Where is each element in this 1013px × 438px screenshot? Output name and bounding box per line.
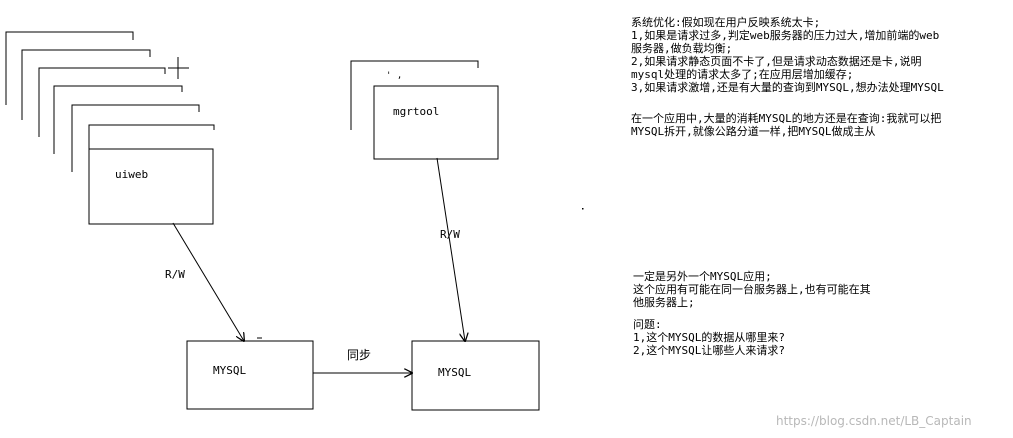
optimization-notes: 系统优化:假如现在用户反映系统太卡; 1,如果是请求过多,判定web服务器的压力…	[631, 16, 944, 94]
watermark: https://blog.csdn.net/LB_Captain	[776, 414, 972, 428]
mgrtool-window-2	[350, 60, 479, 130]
uiweb-box	[88, 148, 214, 225]
note-line: mysql处理的请求太多了;在应用层增加缓存;	[631, 68, 854, 81]
note-line: 3,如果请求激增,还是有大量的查询到MYSQL,想办法处理MYSQL	[631, 81, 944, 94]
note-line: 1,如果是请求过多,判定web服务器的压力过大,增加前端的web	[631, 29, 940, 42]
uiweb-stack	[5, 31, 215, 225]
note-line: 在一个应用中,大量的消耗MYSQL的地方还是在查询:我就可以把	[631, 112, 942, 125]
uiweb-rw-label: R/W	[165, 268, 185, 281]
questions-notes: 问题: 1,这个MYSQL的数据从哪里来? 2,这个MYSQL让哪些人来请求?	[633, 318, 785, 357]
stray-mark: ' ,	[386, 71, 403, 81]
mgrtool-to-mysql-arrow	[436, 157, 465, 341]
mgrtool-box	[373, 85, 499, 160]
crosshair-cursor-icon	[168, 57, 189, 79]
uiweb-window-4	[38, 67, 166, 137]
note-line: 2,这个MYSQL让哪些人来请求?	[633, 344, 785, 357]
split-notes: 在一个应用中,大量的消耗MYSQL的地方还是在查询:我就可以把 MYSQL拆开,…	[631, 112, 941, 138]
note-line: 问题:	[633, 318, 662, 331]
note-line: MYSQL拆开,就像公路分道一样,把MYSQL做成主从	[631, 125, 876, 138]
uiweb-to-mysql-arrow	[172, 222, 244, 341]
note-line: 他服务器上;	[633, 296, 695, 309]
mgrtool-stack	[350, 60, 499, 160]
uiweb-window-5	[21, 49, 151, 120]
uiweb-label: uiweb	[115, 168, 149, 181]
mgrtool-rw-label: R/W	[440, 228, 460, 241]
note-line: 系统优化:假如现在用户反映系统太卡;	[631, 16, 821, 29]
note-line: 2,如果请求静态页面不卡了,但是请求动态数据还是卡,说明	[631, 55, 922, 68]
uiweb-window-2	[71, 104, 200, 172]
note-line: 1,这个MYSQL的数据从哪里来?	[633, 331, 785, 344]
uiweb-window-6	[5, 31, 134, 105]
mysql-right-box	[411, 340, 540, 411]
another-app-notes: 一定是另外一个MYSQL应用; 这个应用有可能在同一台服务器上,也有可能在其 他…	[633, 270, 871, 309]
mysql-left-box	[186, 340, 314, 410]
note-line: 服务器,做负载均衡;	[631, 42, 733, 55]
mgrtool-label: mgrtool	[393, 105, 440, 118]
mysql-right-label: MYSQL	[438, 366, 472, 379]
uiweb-window-3	[53, 85, 183, 154]
mysql-left-label: MYSQL	[213, 364, 247, 377]
note-line: 一定是另外一个MYSQL应用;	[633, 270, 772, 283]
stray-dot	[582, 208, 584, 210]
sync-label: 同步	[347, 348, 372, 362]
note-line: 这个应用有可能在同一台服务器上,也有可能在其	[633, 283, 871, 296]
